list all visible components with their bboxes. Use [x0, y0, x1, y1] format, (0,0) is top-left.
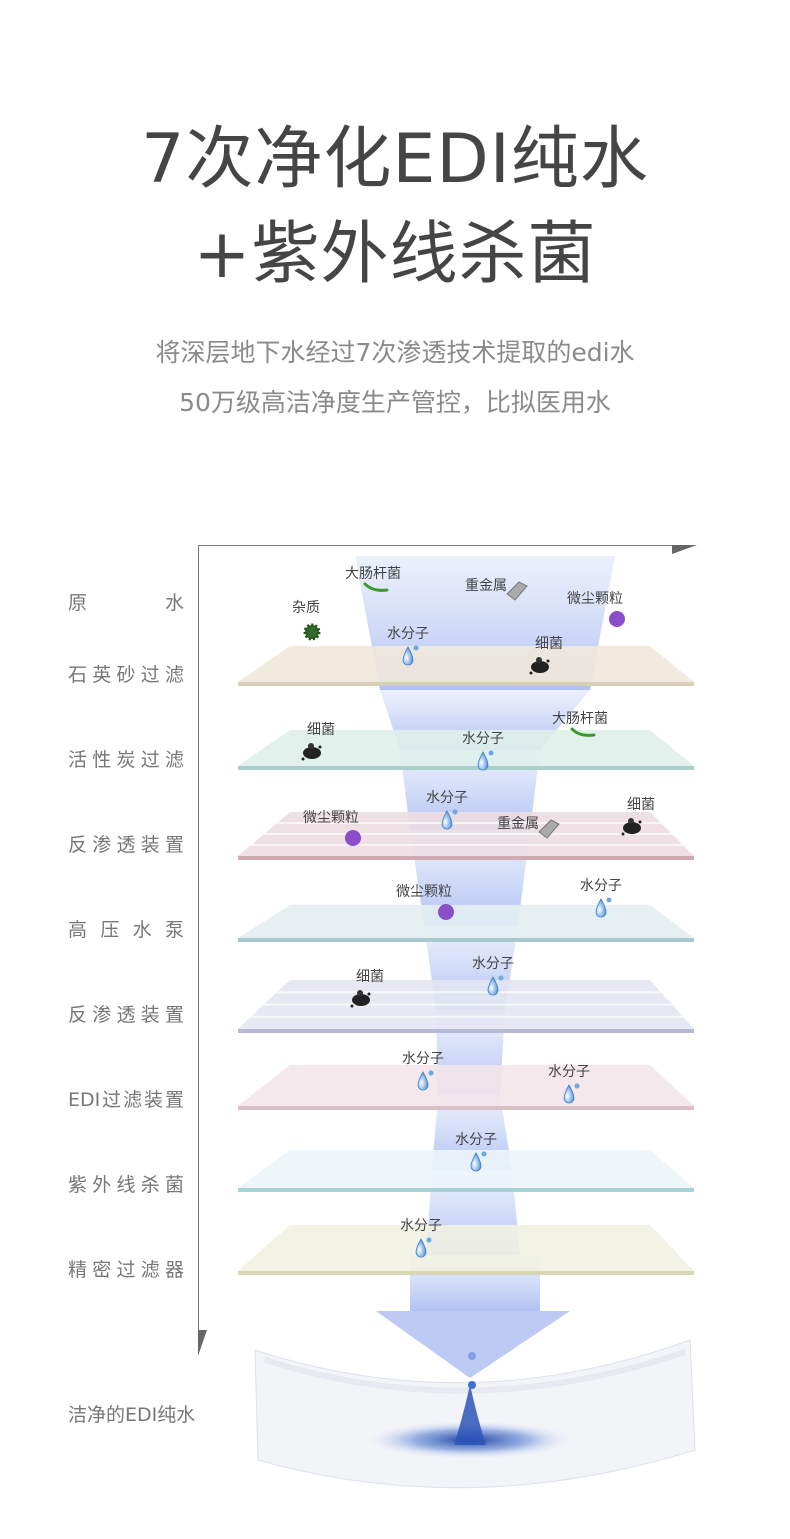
- water-drop-icon: [438, 808, 464, 838]
- stage-label: 高压水泵: [68, 919, 184, 941]
- particle-label: 大肠杆菌: [552, 711, 608, 727]
- water-drop-icon: [592, 896, 618, 926]
- filter-layer: [238, 1065, 694, 1110]
- dust-icon: [343, 828, 369, 858]
- water-drop-icon: [412, 1236, 438, 1266]
- particle-label: 水分子: [472, 956, 514, 972]
- metal-icon: [535, 816, 561, 846]
- metal-icon: [503, 578, 529, 608]
- particle-label: 细菌: [356, 969, 384, 985]
- dust-icon: [607, 609, 633, 639]
- stage-label: 反渗透装置: [68, 1004, 184, 1026]
- particle-label: 水分子: [580, 878, 622, 894]
- stage-label: 洁净的EDI纯水: [68, 1404, 196, 1426]
- particle-label: 水分子: [462, 731, 504, 747]
- filter-layers: [238, 646, 694, 1275]
- stage-label: 石英砂过滤: [68, 664, 184, 686]
- particle-label: 微尘颗粒: [303, 810, 359, 826]
- water-drop-icon: [467, 1150, 493, 1180]
- ecoli-icon: [363, 578, 389, 608]
- water-drop-icon: [414, 1069, 440, 1099]
- particle-label: 水分子: [400, 1218, 442, 1234]
- bacteria-icon: [619, 813, 645, 843]
- filter-layer: [238, 1150, 694, 1192]
- particle-label: 水分子: [387, 626, 429, 642]
- stage-label: 精密过滤器: [68, 1259, 184, 1281]
- water-drop-icon: [484, 974, 510, 1004]
- particle-label: 细菌: [627, 797, 655, 813]
- dust-icon: [436, 902, 462, 932]
- filter-layer: [238, 1225, 694, 1275]
- clean-water-bowl: [254, 1339, 696, 1489]
- axis-arrow-right: [672, 545, 697, 554]
- subtitle-line-1: 将深层地下水经过7次渗透技术提取的edi水: [155, 338, 635, 367]
- stage-label: 紫外线杀菌: [68, 1174, 184, 1196]
- stage-label: EDI过滤装置: [68, 1089, 184, 1111]
- particle-label: 细菌: [307, 722, 335, 738]
- impurity-icon: [300, 620, 326, 650]
- particle-label: 水分子: [455, 1132, 497, 1148]
- water-drop-icon: [560, 1082, 586, 1112]
- title-line-1: 7次净化EDI纯水: [141, 120, 649, 199]
- particle-label: 微尘颗粒: [396, 884, 452, 900]
- particle-label: 微尘颗粒: [567, 591, 623, 607]
- filter-layer: [238, 646, 694, 686]
- particle-label: 重金属: [465, 578, 507, 594]
- particle-label: 水分子: [548, 1064, 590, 1080]
- particle-label: 大肠杆菌: [345, 566, 401, 582]
- subtitle-line-2: 50万级高洁净度生产管控，比拟医用水: [179, 388, 611, 417]
- bacteria-icon: [348, 985, 374, 1015]
- axis-arrow-down: [198, 1330, 207, 1356]
- particle-label: 重金属: [497, 816, 539, 832]
- funnel-arrow-head: [376, 1311, 570, 1378]
- stage-label: 原水: [68, 592, 184, 614]
- filter-layer: [238, 905, 694, 942]
- bacteria-icon: [527, 652, 553, 682]
- stage-label: 反渗透装置: [68, 834, 184, 856]
- water-drop-icon: [399, 644, 425, 674]
- water-drop-icon: [474, 749, 500, 779]
- ecoli-icon: [570, 723, 596, 753]
- particle-label: 细菌: [535, 636, 563, 652]
- filter-layer: [238, 730, 694, 770]
- particle-label: 水分子: [426, 790, 468, 806]
- particle-label: 杂质: [292, 600, 320, 616]
- particle-label: 水分子: [402, 1051, 444, 1067]
- filter-layer: [238, 980, 694, 1033]
- bacteria-icon: [299, 738, 325, 768]
- title-line-2: +紫外线杀菌: [193, 215, 597, 294]
- stage-label: 活性炭过滤: [68, 749, 184, 771]
